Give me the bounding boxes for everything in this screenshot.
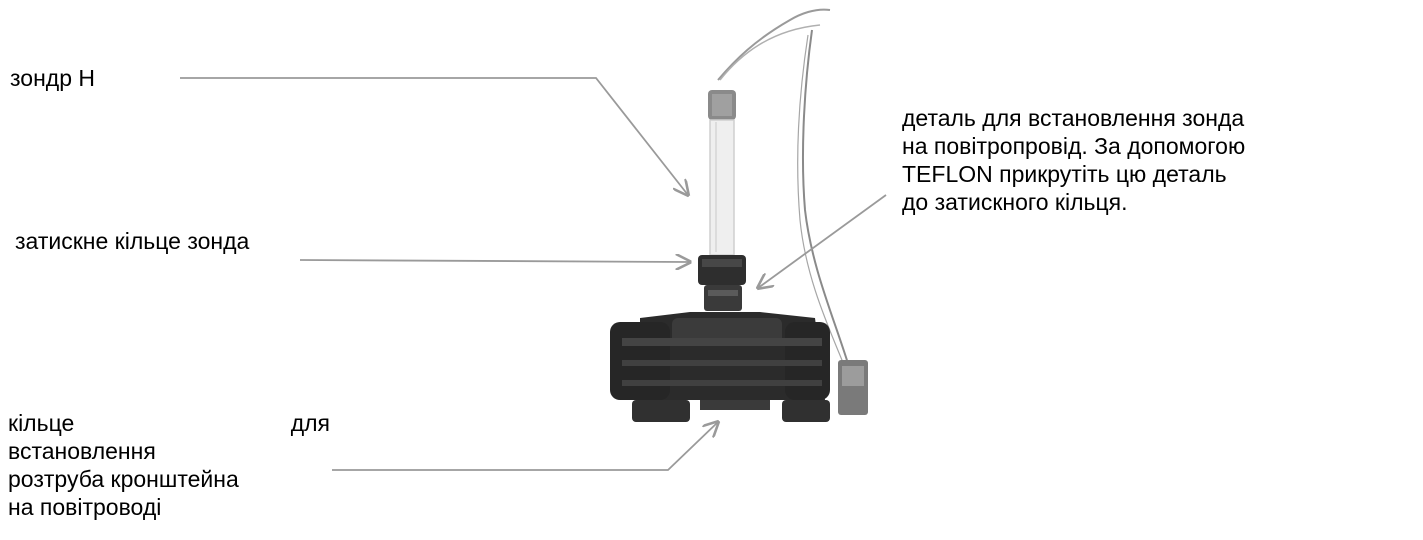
label-mount-part-line-1: деталь для встановлення зонда <box>902 105 1245 131</box>
label-socket-ring-line-4: на повітроводі <box>8 494 162 520</box>
label-mount-part-line-3: TEFLON прикрутіть цю деталь <box>902 161 1227 187</box>
label-socket-ring: кільце для встановлення розтруба кронште… <box>8 409 330 521</box>
label-probe-h: зондр Н <box>10 65 95 91</box>
probe-tube <box>709 119 735 256</box>
label-socket-ring-line-3: розтруба кронштейна <box>8 466 239 492</box>
side-cable <box>801 29 851 371</box>
label-socket-ring-line-1-right: для <box>290 410 330 436</box>
leader-lines <box>180 77 887 471</box>
label-clamp-ring: затискне кільце зонда <box>15 228 250 254</box>
leader-line-socket-ring <box>332 422 718 471</box>
label-mount-part-line-2: на повітропровід. За допомогою <box>902 133 1246 159</box>
leader-line-probe-h <box>180 77 688 195</box>
device-illustration <box>610 8 868 422</box>
leader-line-clamp-ring <box>299 260 690 262</box>
label-mount-part: деталь для встановлення зонда на повітро… <box>902 104 1245 216</box>
probe-cable-2 <box>719 24 821 81</box>
probe-cable <box>717 8 831 81</box>
leader-line-mount-part <box>758 194 887 288</box>
label-mount-part-line-4: до затискного кільця. <box>902 189 1128 215</box>
socket-ring-part <box>632 400 690 422</box>
label-socket-ring-line-1: кільце для <box>8 409 330 437</box>
mount-nut <box>704 285 742 311</box>
label-socket-ring-line-1-left: кільце <box>8 410 75 436</box>
label-socket-ring-line-2: встановлення <box>8 438 156 464</box>
